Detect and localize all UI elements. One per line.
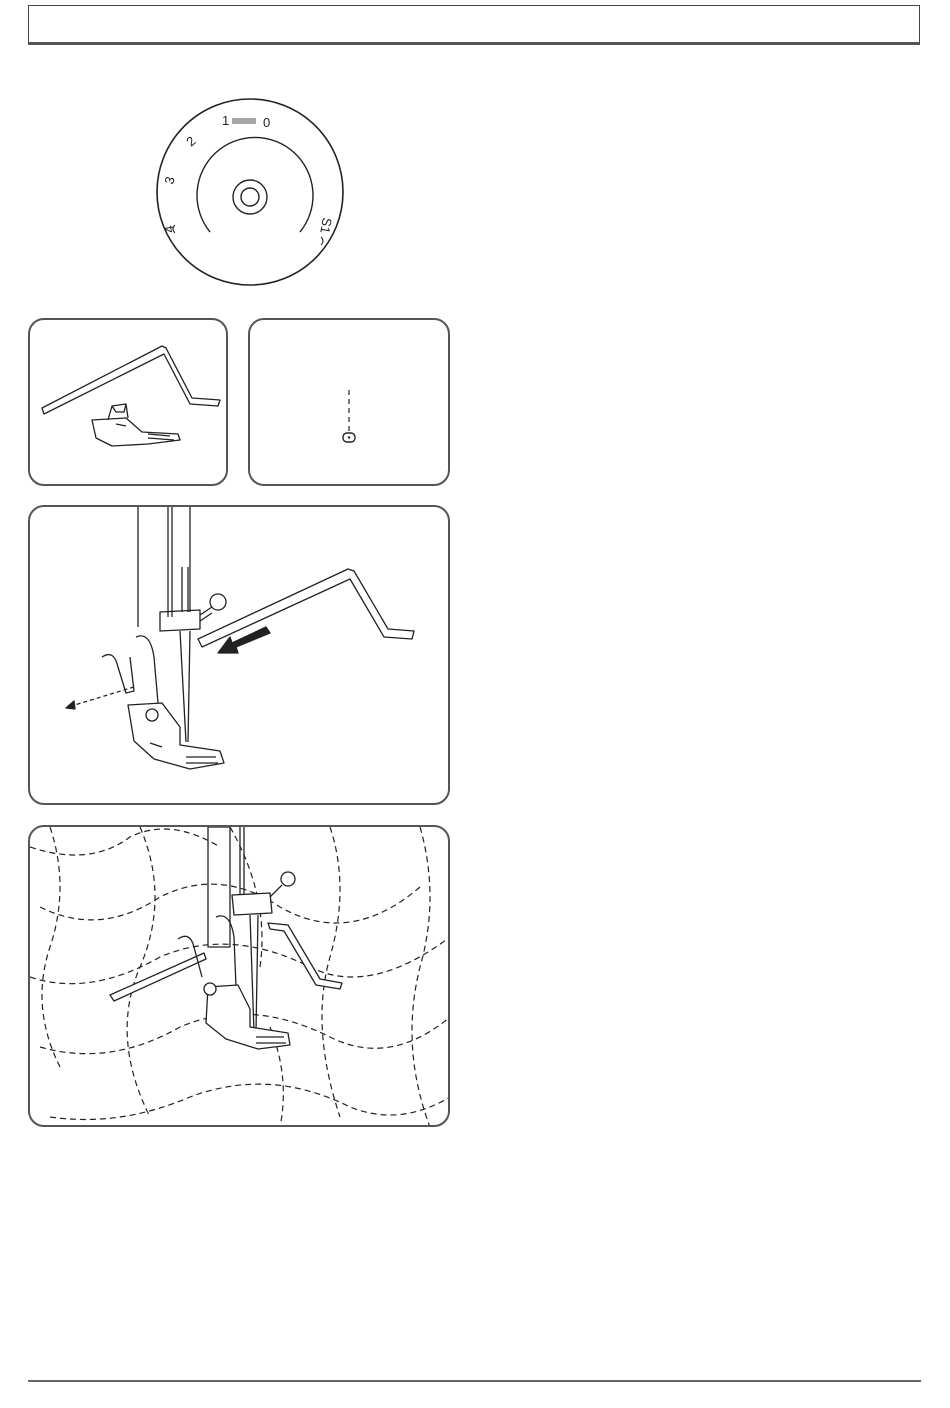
presser-foot xyxy=(178,916,290,1049)
figure-inserting-quilting-guide xyxy=(28,505,450,805)
footer-rule xyxy=(28,1380,921,1382)
dial-label-0: 0 xyxy=(263,115,270,130)
figure-straight-stitch-symbol xyxy=(248,318,450,486)
quilting-guide-bar xyxy=(42,346,220,414)
dial-label-s1: S1 xyxy=(317,216,335,234)
direction-dashed-arrow xyxy=(68,687,134,707)
stitch-length-dial: 1 0 2 3 4 S1 xyxy=(155,97,345,287)
insert-arrow xyxy=(218,627,270,653)
needle-bar xyxy=(138,507,200,742)
dial-label-1: 1 xyxy=(222,113,229,128)
figure-quilting-guide-and-foot xyxy=(28,318,228,486)
quilting-guide-bar xyxy=(110,953,206,1001)
presser-foot xyxy=(102,636,224,769)
header-bar xyxy=(28,5,920,45)
figure-quilting-with-guide xyxy=(28,825,450,1127)
thumb-screw xyxy=(200,594,226,621)
quilting-guide-bar xyxy=(198,569,414,647)
presser-foot xyxy=(92,404,180,446)
